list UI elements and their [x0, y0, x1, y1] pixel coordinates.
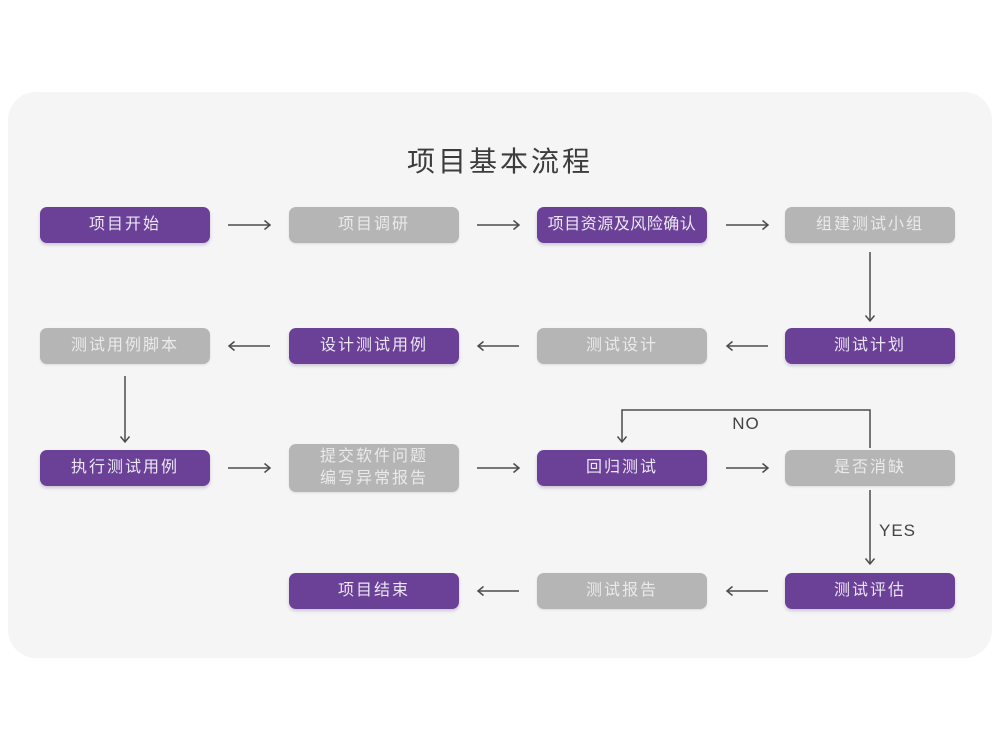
node-label: 测试报告: [585, 582, 658, 600]
node-test-design: 测试设计: [537, 328, 707, 364]
node-label: 项目开始: [88, 216, 161, 234]
node-test-evaluate: 测试评估: [785, 573, 955, 609]
node-test-plan: 测试计划: [785, 328, 955, 364]
node-project-research: 项目调研: [289, 207, 459, 243]
node-regression-test: 回归测试: [537, 450, 707, 486]
node-label: 回归测试: [585, 459, 658, 477]
node-label: 是否消缺: [833, 459, 906, 477]
node-design-test-cases: 设计测试用例: [289, 328, 459, 364]
node-label: 项目资源及风险确认: [547, 216, 697, 234]
node-label-line2: 编写异常报告: [319, 470, 428, 487]
edge-label-no: NO: [732, 414, 760, 433]
node-submit-issue-report: 提交软件问题 编写异常报告: [289, 444, 459, 492]
node-label: 测试计划: [833, 337, 906, 355]
node-label: 执行测试用例: [70, 459, 179, 477]
node-execute-test-cases: 执行测试用例: [40, 450, 210, 486]
node-label: 组建测试小组: [815, 216, 924, 234]
node-defect-cleared-check: 是否消缺: [785, 450, 955, 486]
node-test-case-script: 测试用例脚本: [40, 328, 210, 364]
node-project-start: 项目开始: [40, 207, 210, 243]
edge-label-yes: YES: [879, 521, 917, 540]
node-label-line1: 提交软件问题: [319, 448, 428, 466]
node-project-end: 项目结束: [289, 573, 459, 609]
page-title: 项目基本流程: [406, 146, 593, 177]
node-label: 项目调研: [337, 216, 410, 234]
node-label: 测试评估: [833, 582, 906, 600]
node-label: 测试用例脚本: [70, 337, 179, 355]
flowchart-card: [8, 92, 992, 658]
node-build-test-team: 组建测试小组: [785, 207, 955, 243]
node-label: 项目结束: [337, 582, 410, 600]
node-label: 测试设计: [585, 337, 658, 355]
node-test-report: 测试报告: [537, 573, 707, 609]
node-label: 设计测试用例: [319, 337, 428, 355]
node-resource-risk-confirm: 项目资源及风险确认: [537, 207, 707, 243]
